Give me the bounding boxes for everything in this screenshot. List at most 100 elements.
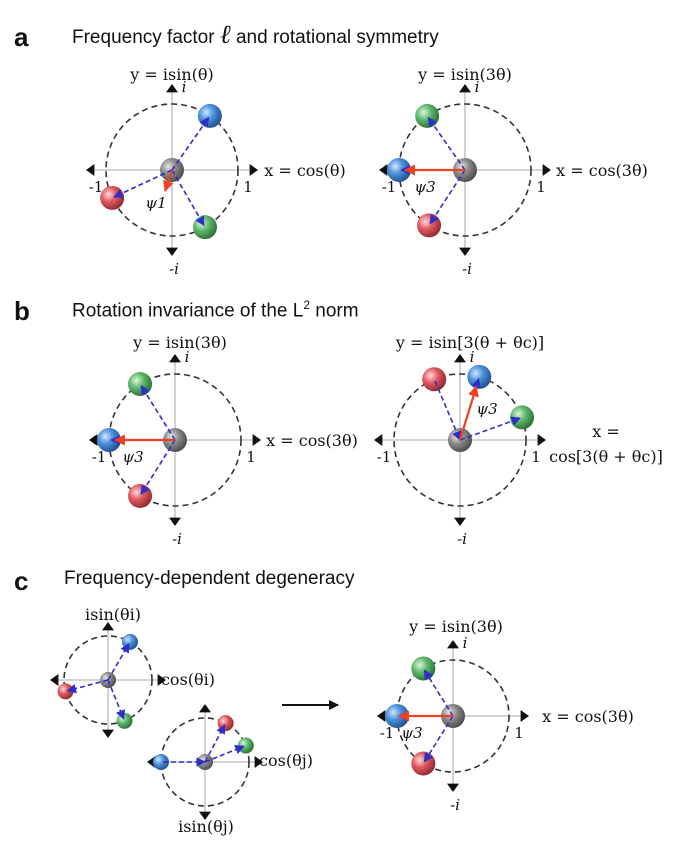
axis-label-x-line2: cos[3(θ + θc)]	[549, 447, 663, 466]
vector-arrow	[423, 715, 454, 763]
axis-arrowhead-right	[520, 710, 529, 722]
tick-pos-imag: i	[463, 634, 468, 652]
vector-arrow	[427, 116, 466, 171]
tick-neg-real: -1	[382, 178, 397, 196]
tick-pos-real: 1	[536, 178, 546, 196]
ball-blue	[97, 428, 121, 452]
axis-arrowhead-up	[454, 354, 466, 363]
axis-arrowhead-left	[147, 756, 156, 768]
axis-arrowhead-right	[249, 164, 258, 176]
tick-pos-imag: i	[470, 348, 475, 366]
panel-a-title-suffix: and rotational symmetry	[235, 27, 439, 48]
axis-arrowhead-down	[199, 811, 211, 820]
panel-a-letter: a	[14, 22, 29, 52]
vector-arrow	[423, 669, 454, 717]
axis-label-x: cos(θj)	[259, 751, 313, 770]
axis-arrowhead-down	[454, 517, 466, 526]
psi-arrow	[458, 385, 479, 441]
axis-label-x: x = cos(3θ)	[266, 431, 358, 450]
panel-c-letter: c	[14, 566, 29, 596]
tick-pos-real: 1	[243, 178, 253, 196]
ball-red	[411, 751, 436, 776]
ball-red	[422, 367, 447, 392]
vector-arrow	[171, 116, 210, 171]
axis-label-y: isin(θi)	[85, 605, 141, 624]
axis-arrowhead-right	[252, 434, 261, 446]
axis-arrowhead-right	[542, 164, 551, 176]
diagram-c-result: 1 -1 i -i ψ3	[377, 634, 529, 814]
unit-circle	[105, 103, 239, 237]
ball-blue	[385, 704, 409, 728]
axis-arrowhead-up	[459, 84, 471, 93]
ball-green	[237, 737, 254, 754]
panel-a-title: Frequency factor ℓ and rotational symmet…	[72, 22, 439, 49]
ball-green	[415, 103, 440, 128]
axis-arrowhead-down	[102, 729, 114, 738]
tick-neg-real: -1	[92, 448, 107, 466]
axis-label-x-line1: x =	[592, 422, 620, 441]
panel-a-title-prefix: Frequency factor	[72, 27, 215, 48]
axis-arrowhead-down	[169, 517, 181, 526]
axis-label-y: y = isin(θ)	[129, 65, 213, 84]
tick-neg-real: -1	[89, 178, 104, 196]
psi-label: ψ3	[401, 724, 422, 742]
unit-circle	[108, 373, 242, 507]
vector-arrow	[140, 384, 176, 441]
ball-red	[217, 715, 234, 732]
axis-arrowhead-up	[169, 354, 181, 363]
axis-arrowhead-left	[374, 434, 383, 446]
vector-arrow	[107, 679, 125, 720]
panel-b-title-prefix: Rotation invariance of the L	[72, 300, 304, 322]
ball-red	[128, 483, 153, 508]
vector-arrow	[434, 380, 462, 441]
unit-circle	[63, 635, 153, 725]
axis-arrowhead-left	[89, 434, 98, 446]
unit-circle	[160, 717, 250, 807]
axis-arrowhead-down	[447, 783, 459, 792]
axis-arrowhead-left	[50, 674, 59, 686]
panel-b-title-suffix: norm	[315, 300, 359, 322]
ball-green	[510, 405, 535, 430]
axis-arrowhead-right	[157, 674, 166, 686]
ball-red	[417, 213, 442, 238]
axis-arrowhead-right	[537, 434, 546, 446]
axis-arrowhead-down	[166, 247, 178, 256]
axis-label-y: y = isin(3θ)	[132, 333, 227, 352]
tick-neg-real: -1	[380, 724, 395, 742]
vector-arrow	[204, 724, 226, 763]
tick-neg-imag: -i	[172, 530, 182, 548]
axis-label-y: y = isin(3θ)	[417, 65, 512, 84]
tick-pos-real: 1	[246, 448, 256, 466]
ball-green	[411, 656, 436, 681]
vector-arrow	[66, 679, 109, 694]
axis-arrowhead-down	[459, 247, 471, 256]
diagram-c-small-i	[50, 622, 166, 738]
panel-b-letter: b	[14, 296, 30, 326]
diagram-b-right: 1-1i-iψ3	[374, 348, 546, 548]
axis-arrowhead-up	[199, 704, 211, 713]
axis-label-y: isin(θj)	[178, 817, 234, 836]
axis-label-y: y = isin(3θ)	[408, 617, 503, 636]
psi-label: ψ3	[122, 448, 143, 466]
ball-blue	[467, 364, 492, 389]
tick-pos-real: 1	[514, 724, 524, 742]
psi-arrow	[163, 169, 174, 192]
axis-arrowhead-up	[447, 640, 459, 649]
vector-arrow	[171, 169, 205, 227]
panel-b-title: Rotation invariance of the L2 norm	[72, 298, 359, 322]
ball-blue	[122, 633, 138, 650]
panel-b-title-sup: 2	[303, 298, 310, 312]
ball-red	[57, 683, 74, 700]
diagram-a-right: 1-1i-iψ3	[379, 78, 551, 278]
ball-blue	[387, 158, 411, 182]
tick-neg-imag: -i	[450, 796, 460, 814]
tick-neg-real: -1	[377, 448, 392, 466]
psi-label: ψ3	[476, 400, 497, 418]
axis-label-y: y = isin[3(θ + θc)]	[395, 333, 544, 352]
diagram-b-left: 1-1i-iψ3	[89, 348, 261, 548]
axis-label-x: x = cos(3θ)	[542, 707, 634, 726]
vector-arrow	[459, 416, 522, 441]
tick-neg-imag: -i	[169, 260, 179, 278]
axis-arrowhead-right	[254, 756, 263, 768]
